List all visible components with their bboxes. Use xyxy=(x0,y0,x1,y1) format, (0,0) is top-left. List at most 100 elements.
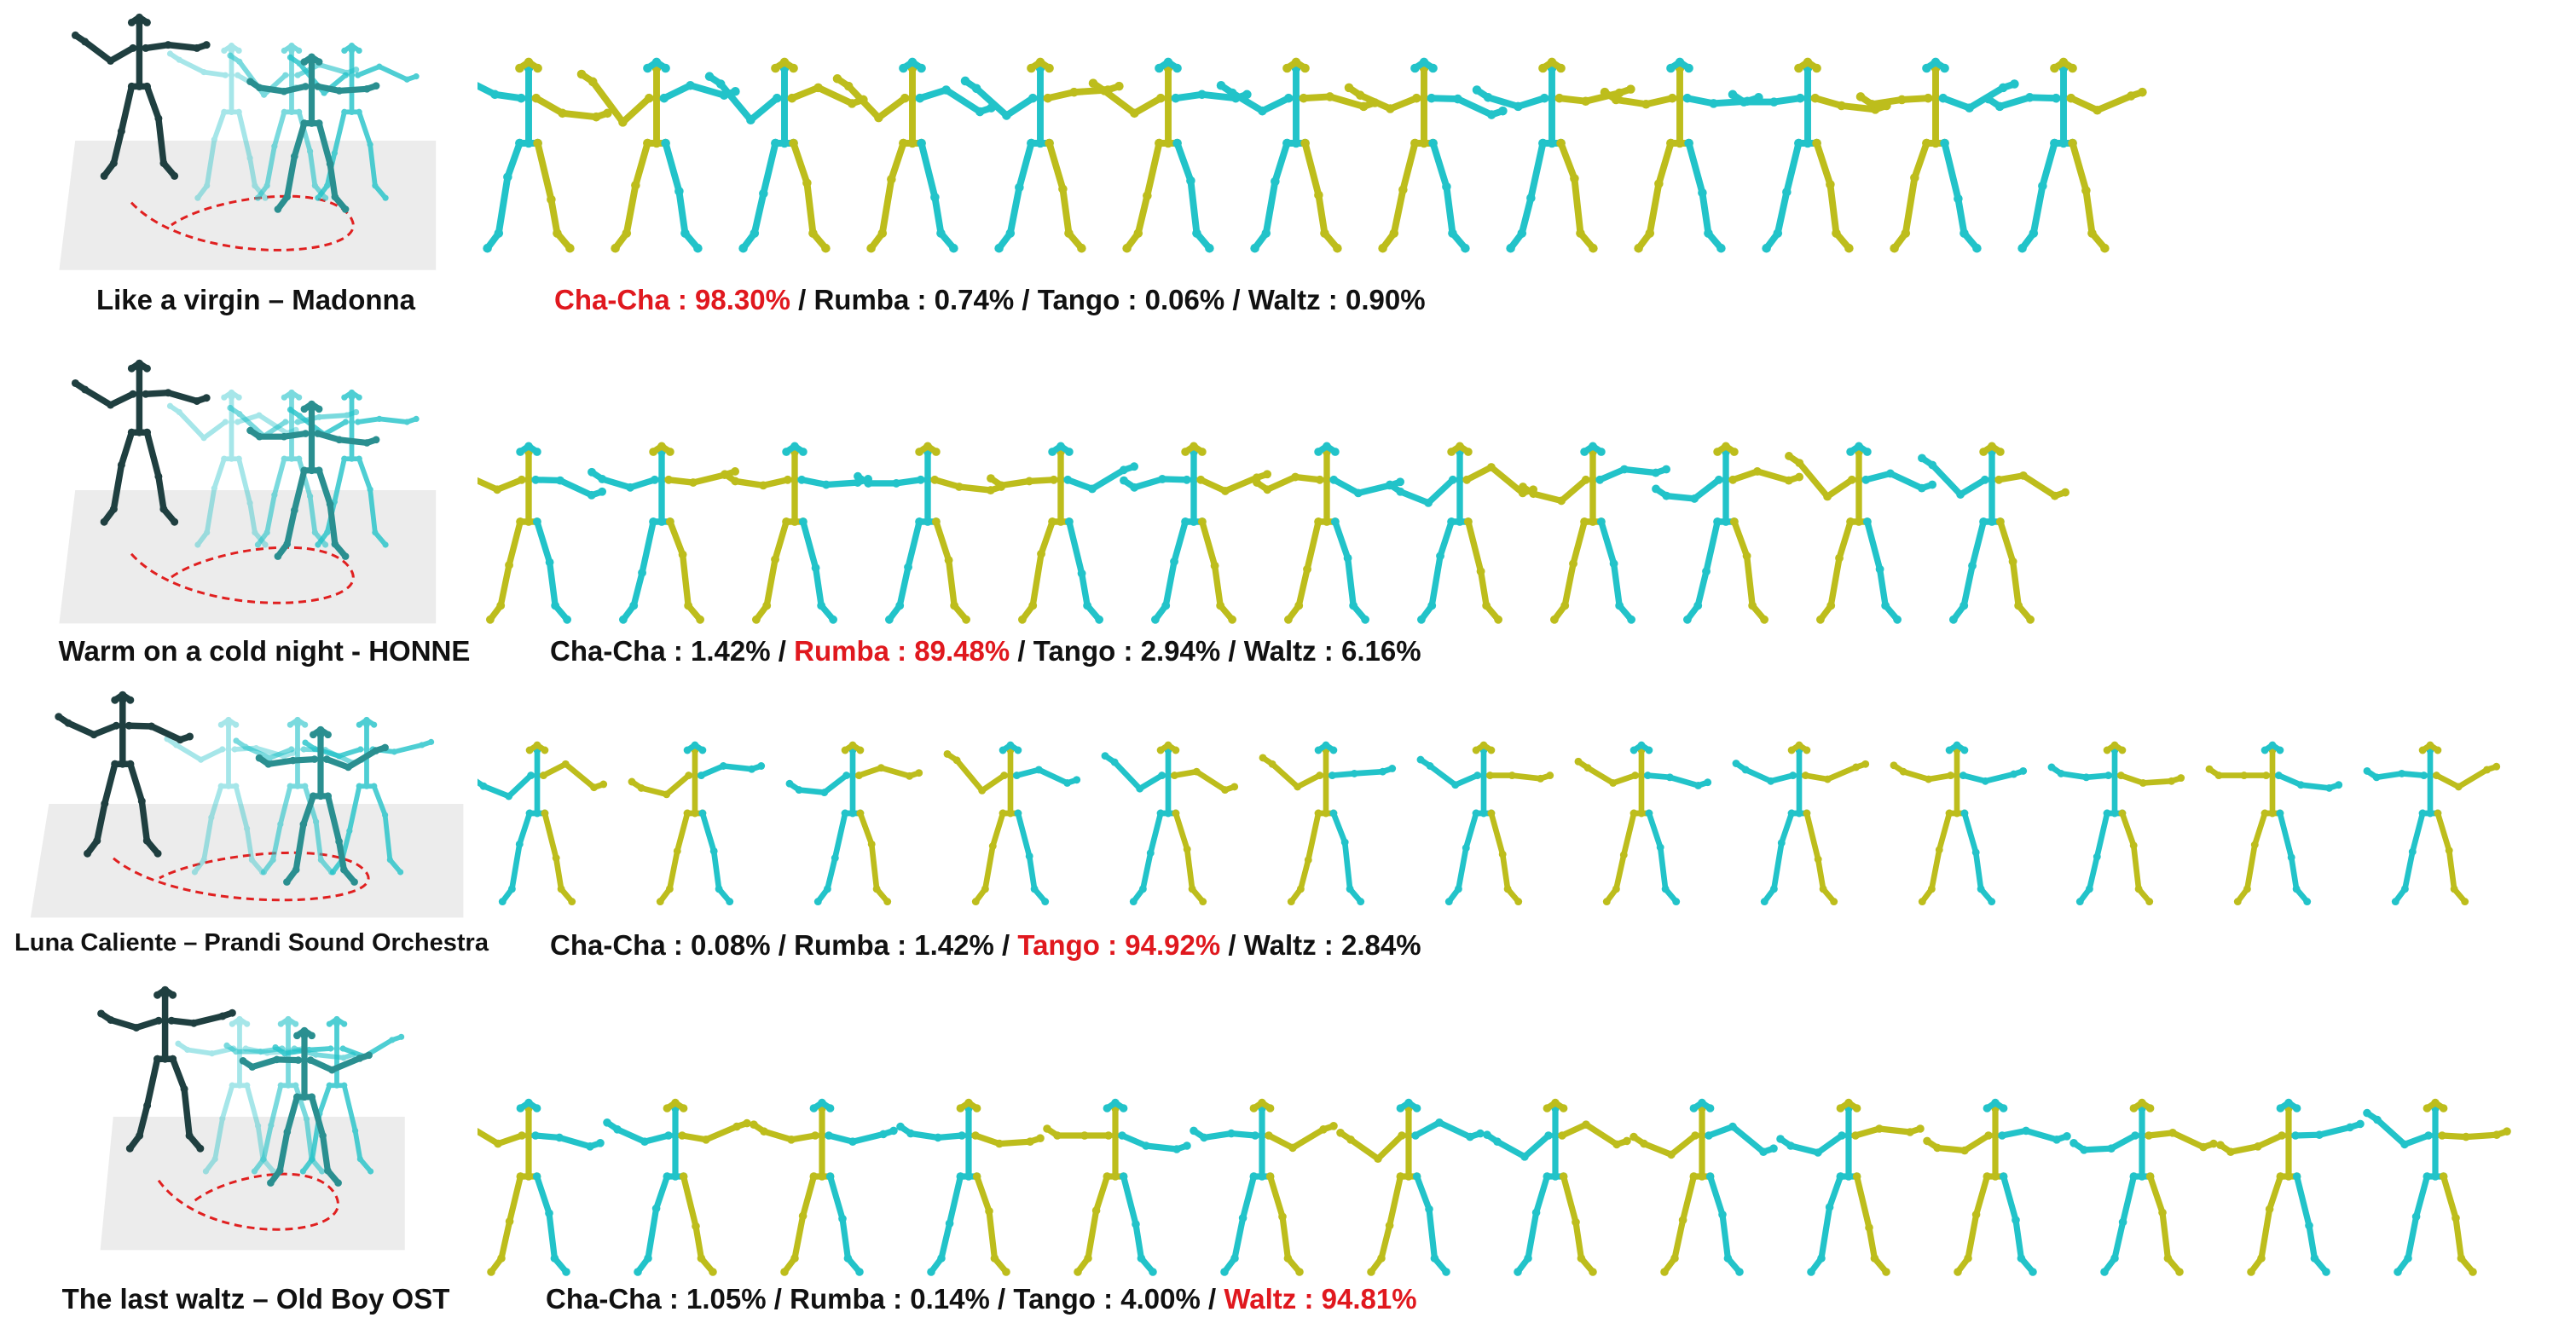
joint xyxy=(326,159,334,168)
joint xyxy=(2138,1131,2146,1140)
bone xyxy=(1854,1173,1890,1275)
joint xyxy=(1947,772,1955,780)
joint xyxy=(2418,809,2427,818)
joint xyxy=(1183,1141,1191,1150)
joint xyxy=(2216,1141,2225,1149)
joint xyxy=(665,448,674,456)
joint xyxy=(2168,1129,2177,1137)
joint xyxy=(1670,1254,1679,1263)
joint xyxy=(843,81,854,91)
joint xyxy=(516,517,525,526)
joint xyxy=(848,772,857,780)
joint xyxy=(1641,99,1651,109)
joint xyxy=(1803,746,1811,754)
joint xyxy=(1130,483,1139,492)
label-value-colon: : xyxy=(1115,635,1141,667)
joint xyxy=(1795,772,1803,780)
joint xyxy=(1689,1172,1699,1181)
joint xyxy=(494,1139,502,1148)
joint xyxy=(657,475,666,484)
joint xyxy=(1036,1134,1045,1142)
joint xyxy=(1582,1120,1590,1129)
joint xyxy=(634,1268,642,1276)
joint xyxy=(171,171,179,180)
joint xyxy=(1838,1131,1846,1140)
joint xyxy=(301,83,310,90)
joint xyxy=(525,746,534,754)
genre-probability: Waltz : 2.84% xyxy=(1244,929,1421,961)
joint xyxy=(1614,88,1624,98)
joint xyxy=(194,541,201,548)
joint xyxy=(372,436,380,444)
joint xyxy=(1665,773,1674,782)
joint xyxy=(1216,601,1225,610)
bone xyxy=(1635,140,1675,252)
joint xyxy=(1045,138,1054,148)
joint xyxy=(372,529,379,536)
joint xyxy=(611,243,620,253)
joint xyxy=(135,13,143,21)
joint xyxy=(371,783,378,789)
joint xyxy=(125,1144,134,1153)
separator: / xyxy=(993,929,1018,961)
joint xyxy=(1890,243,1899,253)
bone xyxy=(165,736,225,763)
joint xyxy=(1682,93,1693,103)
bone xyxy=(72,379,136,408)
joint xyxy=(1454,885,1462,893)
joint xyxy=(1447,517,1456,526)
bone xyxy=(1919,454,1988,498)
separator: / xyxy=(1010,635,1033,667)
joint xyxy=(678,1131,686,1140)
bone xyxy=(1520,477,1589,505)
joint xyxy=(553,228,562,238)
joint xyxy=(785,779,794,788)
joint xyxy=(308,400,315,408)
genre-probability: Cha-Cha : 1.42% xyxy=(550,635,771,667)
genre-value: 1.42% xyxy=(914,929,994,961)
joint xyxy=(673,847,681,855)
joint xyxy=(2268,772,2277,780)
joint xyxy=(665,885,674,893)
joint xyxy=(260,869,267,876)
bone xyxy=(1941,140,1981,252)
bone xyxy=(315,431,379,447)
bone xyxy=(1630,1132,1699,1159)
joint xyxy=(363,716,370,724)
bone xyxy=(1817,518,1854,623)
joint xyxy=(626,483,635,492)
pose-sequence xyxy=(478,1098,2511,1276)
joint xyxy=(368,1168,374,1175)
joint xyxy=(1691,1131,1699,1140)
joint xyxy=(302,783,309,789)
joint xyxy=(661,63,670,73)
joint xyxy=(268,1122,275,1129)
joint xyxy=(300,1026,309,1035)
joint xyxy=(2163,1254,2173,1263)
joint xyxy=(565,243,575,253)
joint xyxy=(1630,1132,1638,1141)
joint xyxy=(1027,138,1036,148)
joint xyxy=(524,1098,533,1107)
joint xyxy=(2010,770,2018,778)
joint xyxy=(854,471,862,481)
pose-sequence xyxy=(478,741,2501,906)
joint xyxy=(2268,741,2277,749)
joint xyxy=(2423,1172,2432,1181)
joint xyxy=(1787,746,1796,754)
joint xyxy=(1398,1131,1406,1140)
joint xyxy=(1336,1129,1345,1137)
joint xyxy=(490,90,500,100)
joint xyxy=(2418,746,2427,754)
joint xyxy=(1064,448,1074,456)
joint xyxy=(71,379,79,387)
bone xyxy=(541,810,576,904)
bone xyxy=(323,744,389,771)
joint xyxy=(353,408,360,416)
bone xyxy=(1445,810,1479,904)
joint xyxy=(1087,484,1097,494)
joint xyxy=(1283,1254,1293,1263)
bone xyxy=(750,1121,819,1143)
joint xyxy=(798,517,808,526)
skeleton xyxy=(896,1098,1045,1276)
